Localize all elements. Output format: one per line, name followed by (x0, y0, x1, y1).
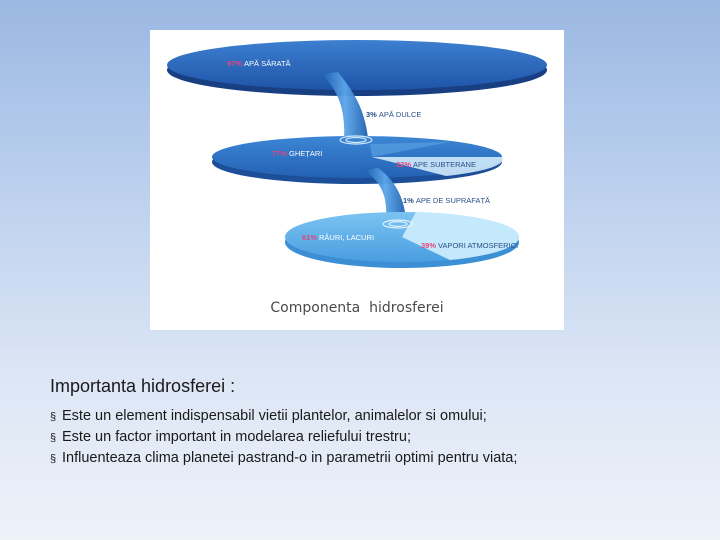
label-rivers-lakes: 61%RÂURI, LACURI (302, 233, 374, 242)
waterfall-top (322, 72, 368, 138)
ripples-bottom (382, 219, 414, 229)
label-glaciers: 77%GHEȚARI (272, 149, 322, 158)
sector-groundwater (372, 157, 503, 176)
ripples-middle (339, 135, 373, 145)
list-item: § Este un factor important in modelarea r… (50, 427, 690, 448)
list-item: § Influenteaza clima planetei pastrand-o … (50, 448, 690, 469)
disc-surface-water (285, 212, 520, 268)
bullet-icon: § (50, 453, 57, 465)
waterfall-bottom (364, 168, 406, 220)
label-surface-water: 1%APE DE SUPRAFAȚĂ (403, 196, 490, 205)
hydrosphere-diagram: 97%APĂ SĂRATĂ 3%APĂ DULCE 77%GHEȚARI 22%… (150, 30, 564, 330)
label-groundwater: 22%APE SUBTERANE (396, 160, 476, 169)
hydrosphere-illustration: 97%APĂ SĂRATĂ 3%APĂ DULCE 77%GHEȚARI 22%… (167, 40, 547, 268)
label-fresh-water: 3%APĂ DULCE (366, 110, 421, 119)
diagram-caption: Componenta hidrosferei (270, 300, 444, 316)
list-item: § Este un element indispensabil vietii pl… (50, 406, 690, 427)
bullet-icon: § (50, 411, 57, 423)
label-atmospheric-vapor: 39%VAPORI ATMOSFERICI (421, 241, 518, 250)
disc-salt-water (167, 40, 547, 96)
bullet-text: Este un element indispensabil vietii pla… (62, 408, 487, 424)
bullet-icon: § (50, 432, 57, 444)
bullet-text: Este un factor important in modelarea re… (62, 429, 411, 445)
section-heading: Importanta hidrosferei : (50, 376, 236, 396)
bullet-text: Influenteaza clima planetei pastrand-o i… (62, 450, 518, 466)
sector-atmospheric-vapor (402, 212, 520, 260)
disc-fresh-water (212, 136, 503, 184)
importance-section: Importanta hidrosferei : § Este un elemen… (50, 376, 690, 469)
label-salt-water: 97%APĂ SĂRATĂ (227, 59, 291, 68)
bullet-list: § Este un element indispensabil vietii pl… (50, 406, 690, 469)
